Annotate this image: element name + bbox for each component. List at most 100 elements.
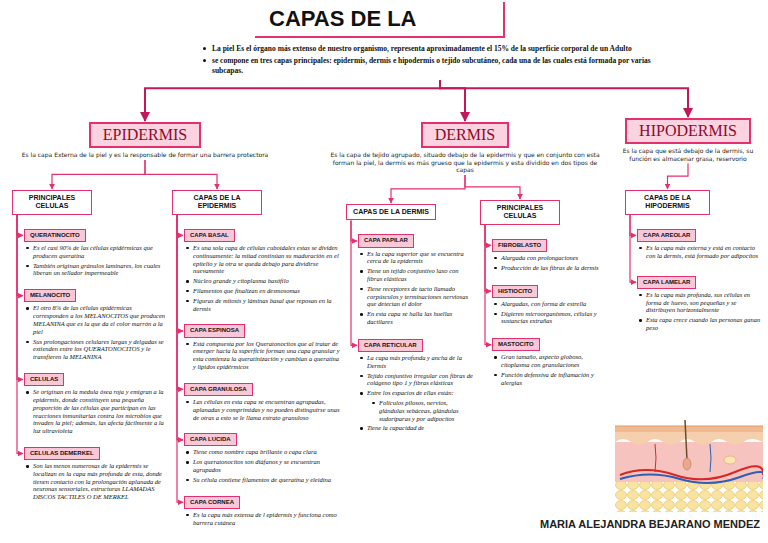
connector — [177, 215, 183, 390]
bullet-text: Es la capa más profunda, sus células en … — [637, 291, 762, 314]
intro-list: La piel Es el órgano más extenso de nues… — [200, 44, 680, 78]
bullet-text: Se originan en la medula ósea roja y emi… — [24, 388, 167, 435]
bullet-text: Tiene la capacidad de — [358, 424, 474, 432]
bullet-text: Digieren microorganismos, células y sust… — [492, 310, 608, 326]
heading: CAPA RETICULAR — [358, 339, 423, 352]
bullet-text: Es una sola capa de células cuboidales e… — [184, 244, 342, 275]
item-box: CAPA LUCIDA Tiene como nombre capa brilla… — [184, 427, 342, 483]
heading: CAPA GRANULOSA — [184, 383, 253, 396]
bullet-text: Tiene receptores de tacto llamado corpús… — [358, 285, 474, 308]
connector — [17, 215, 23, 296]
connector — [177, 215, 183, 331]
group-box: PRINCIPALES CELULAS — [12, 190, 92, 215]
heading: QUERATINOCITO — [24, 229, 86, 242]
connector — [668, 163, 689, 189]
connector — [17, 215, 23, 454]
bullet-text: Alargadas, con forma de estrella — [492, 300, 608, 308]
item-box: CAPA LAMELAR Es la capa más profunda, sus… — [637, 270, 762, 332]
bullet-text: También originan gránulos laminares, los… — [24, 262, 167, 278]
connector — [485, 225, 491, 291]
heading: EPIDERMIS — [89, 122, 201, 148]
skin-illustration — [615, 420, 763, 512]
connector — [145, 160, 217, 189]
connector — [177, 215, 183, 236]
connector — [465, 175, 520, 199]
description: Es la capa que está debajo de la dermis,… — [612, 147, 764, 162]
intro-note: se compone en tres capas principales: ep… — [200, 56, 680, 75]
group-box: PRINCIPALES CELULAS — [480, 200, 560, 225]
connector — [17, 215, 23, 380]
bullet-text: Núcleo grande y citoplasma basófilo — [184, 277, 342, 285]
heading: CELULAS — [24, 373, 64, 386]
item-box: MASTOCITOGran tamaño, aspecto globoso, c… — [492, 332, 608, 386]
group-box: CAPAS DE LA DERMIS — [346, 200, 436, 220]
heading: CAPAS DE LA EPIDERMIS — [172, 190, 262, 215]
item-box: CAPA BASALEs una sola capa de células cu… — [184, 223, 342, 313]
connector — [52, 160, 145, 189]
bullet-text: Es la capa más extensa de l epidermis y … — [184, 511, 342, 527]
connector — [351, 220, 357, 345]
heading: CAPA ESPINOSA — [184, 324, 245, 337]
heading: PRINCIPALES CELULAS — [480, 200, 560, 225]
bullet-text: Tiene como nombre capa brillante o capa … — [184, 448, 342, 456]
connector — [177, 215, 183, 502]
bullet-text: Esta capa crece cuando las personas gana… — [637, 316, 762, 332]
description: Es la capa Externa de la piel y es la re… — [20, 151, 270, 159]
bullet-text: Es la capa superior que se encuentra cer… — [358, 250, 474, 266]
heading: CAPA LUCIDA — [184, 433, 237, 446]
connector — [177, 215, 183, 440]
bullet-text: Tiene un tejido conjuntivo laxo con fibr… — [358, 267, 474, 283]
heading: CAPAS DE LA HIPODERMIS — [625, 190, 710, 215]
bullet-text: Su célula contiene filamentos de querati… — [184, 476, 342, 484]
title: CAPAS DE LA — [255, 2, 505, 38]
item-box: CELULAS Se originan en la medula ósea roj… — [24, 367, 167, 435]
layer-box: DERMIS Es la capa de tejido agrupado, sit… — [330, 122, 600, 174]
bullet-text: Tejido conjuntivo irregular con fibras d… — [358, 372, 474, 388]
bullet-text: Los queratonocitos son diáfanos y se enc… — [184, 458, 342, 474]
connector — [630, 215, 636, 236]
heading: CAPA PAPILAR — [358, 234, 414, 247]
heading: CAPAS DE LA DERMIS — [346, 204, 436, 220]
bullet-text: Alargada con prolongaciones — [492, 254, 608, 262]
item-box: CAPA AREOLAREs la capa más externa y est… — [637, 223, 762, 260]
item-box: QUERATINOCITOEs el casi 90% de las célul… — [24, 223, 167, 277]
heading: PRINCIPALES CELULAS — [12, 190, 92, 215]
group-box: CAPAS DE LA HIPODERMIS — [625, 190, 710, 215]
connector — [351, 220, 357, 241]
connector — [630, 215, 636, 282]
bullet-text: Son las menos numerosas de la epidermis … — [24, 462, 167, 501]
heading: DERMIS — [421, 122, 509, 148]
bullet-text: Filamentos que finalizan en desmosomas — [184, 287, 342, 295]
item-box: CAPA ESPINOSAEstá compuesta por los Quer… — [184, 318, 342, 370]
heading: MASTOCITO — [492, 338, 540, 351]
bullet-text: La capa más profunda y ancha de la Dermi… — [358, 354, 474, 370]
bullet-text: Folículos pilosos, nervios, glándulas se… — [370, 399, 474, 422]
description: Es la capa de tejido agrupado, situado d… — [330, 151, 600, 174]
bullet-text: Las células en esta capa se encuentran a… — [184, 398, 342, 421]
branch-arrow — [440, 80, 465, 121]
heading: CAPA LAMELAR — [637, 276, 696, 289]
heading: MELANOCITO — [24, 289, 76, 302]
item-box: FIBROBLASTOAlargada con prolongacionesPr… — [492, 233, 608, 272]
bullet-text: Sus prolongaciones celulares largas y de… — [24, 338, 167, 361]
item-box: MELANOCITO El otro 8% de las células epid… — [24, 283, 167, 361]
item-box: CAPA PAPILAR Es la capa superior que se e… — [358, 228, 474, 325]
connector — [17, 215, 23, 236]
branch-arrow — [145, 80, 440, 121]
bullet-text: Producción de las fibras de la dermis — [492, 264, 608, 272]
connector — [485, 225, 491, 246]
bullet-text: Es la capa más externa y está en contact… — [637, 244, 762, 260]
bullet-text: El otro 8% de las células epidérmicas co… — [24, 304, 167, 335]
layer-box: EPIDERMIS Es la capa Externa de la piel y… — [20, 122, 270, 159]
item-box: CAPA RETICULAR La capa más profunda y anc… — [358, 333, 474, 432]
group-box: CAPAS DE LA EPIDERMIS — [172, 190, 262, 215]
bullet-text: En esta capa se halla las huellas dactil… — [358, 310, 474, 326]
layer-box: HIPODERMISEs la capa que está debajo de … — [612, 118, 764, 162]
bullet-text: Entre los espacios de ellas están: — [358, 389, 474, 397]
item-box: CELULAS DEMERKEL Son las menos numerosas … — [24, 441, 167, 501]
heading: CAPA CORNEA — [184, 496, 240, 509]
item-box: CAPA CORNEA Es la capa más extensa de l e… — [184, 490, 342, 527]
bullet-text: Figuras de mitosis y láminas basal que r… — [184, 297, 342, 313]
heading: CELULAS DEMERKEL — [24, 447, 100, 460]
